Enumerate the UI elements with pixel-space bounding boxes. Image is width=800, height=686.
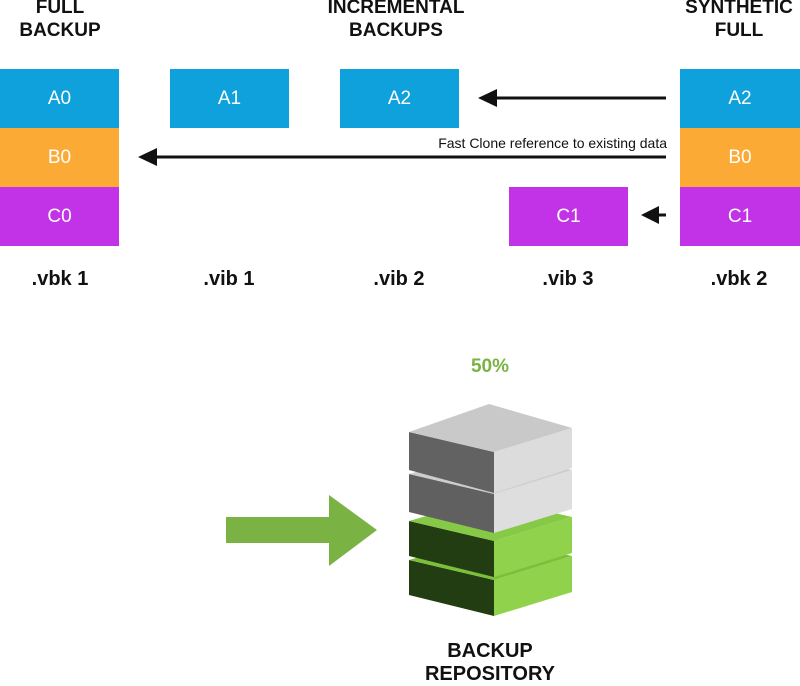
- synthetic-block-c1: C1: [680, 187, 800, 246]
- block-a1: A1: [170, 69, 289, 128]
- file-label-vbk1: .vbk 1: [31, 268, 89, 290]
- block-c0: C0: [0, 187, 119, 246]
- fast-clone-note: Fast Clone reference to existing data: [438, 135, 667, 151]
- file-label-vib1: .vib 1: [203, 268, 255, 290]
- arrow-to-c1: [641, 206, 666, 224]
- backup-repository-label: BACKUP REPOSITORY: [424, 640, 556, 685]
- synthetic-full-heading: SYNTHETIC FULL: [685, 0, 793, 41]
- file-label-vbk2: .vbk 2: [710, 268, 768, 290]
- arrow-to-a2: [478, 89, 666, 107]
- green-arrow-icon: [226, 495, 377, 566]
- block-c1: C1: [509, 187, 628, 246]
- file-label-vib2: .vib 2: [373, 268, 425, 290]
- block-a0: A0: [0, 69, 119, 128]
- synthetic-block-b0: B0: [680, 128, 800, 187]
- block-b0: B0: [0, 128, 119, 187]
- file-label-vib3: .vib 3: [542, 268, 594, 290]
- block-a2: A2: [340, 69, 459, 128]
- arrow-to-b0: [138, 148, 666, 166]
- repository-usage-percent: 50%: [470, 356, 510, 377]
- disk-icon-1: [409, 404, 572, 493]
- synthetic-block-a2: A2: [680, 69, 800, 128]
- incremental-backups-heading: INCREMENTAL BACKUPS: [327, 0, 465, 41]
- full-backup-heading: FULL BACKUP: [19, 0, 101, 41]
